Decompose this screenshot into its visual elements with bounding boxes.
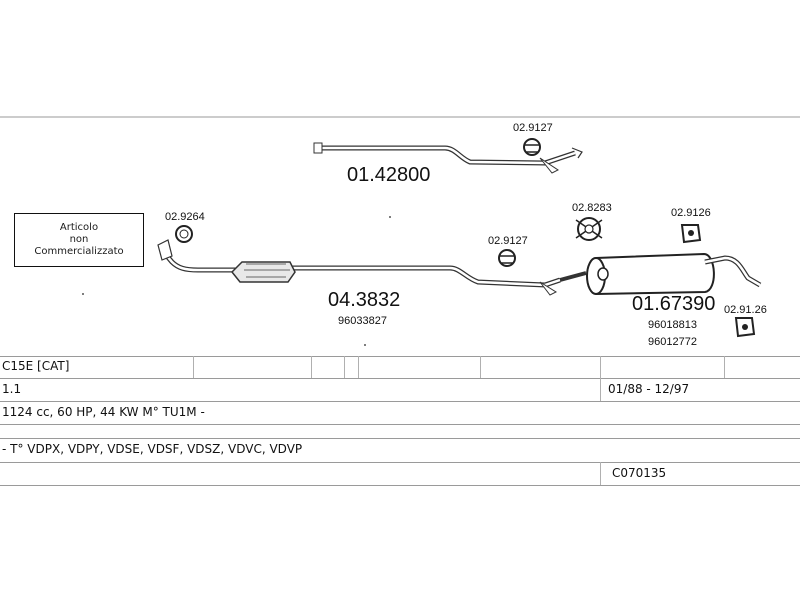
part-number-mount-upper: 02.9126 [671, 207, 711, 219]
part-number-rubber-ring: 02.8283 [572, 202, 612, 214]
part-number-front-pipe: 04.3832 [328, 289, 400, 311]
vehicle-model: C15E [CAT] [2, 359, 70, 373]
front-pipe-catalyst[interactable] [157, 239, 561, 296]
part-ref-rear-silencer-2: 96012772 [648, 336, 697, 348]
row-divider [0, 424, 800, 425]
vehicle-engine-size: 1.1 [2, 382, 22, 396]
part-number-rear-silencer: 01.67390 [632, 293, 715, 315]
col-divider [600, 356, 601, 378]
vehicle-years: 01/88 - 12/97 [608, 382, 690, 396]
col-divider [724, 356, 725, 378]
gasket-icon[interactable] [175, 225, 193, 243]
col-divider [600, 462, 601, 485]
vehicle-types: - T° VDPX, VDPY, VDSE, VDSF, VDSZ, VDVC,… [2, 442, 303, 456]
mount-upper-icon[interactable] [680, 224, 702, 244]
part-number-clamp-middle: 02.9127 [513, 122, 553, 134]
vehicle-code: C070135 [612, 466, 667, 480]
col-divider [480, 356, 481, 378]
row-divider [0, 401, 800, 402]
row-divider [0, 356, 800, 357]
part-number-clamp-front: 02.9127 [488, 235, 528, 247]
row-divider [0, 438, 800, 439]
col-divider [358, 356, 359, 378]
clamp-front-icon[interactable] [498, 249, 516, 267]
col-divider [344, 356, 345, 378]
notice-line-2: non [69, 234, 89, 245]
clamp-middle-icon[interactable] [523, 138, 541, 156]
part-ref-rear-silencer-1: 96018813 [648, 319, 697, 331]
part-number-middle-pipe: 01.42800 [347, 164, 430, 186]
rubber-ring-icon[interactable] [575, 217, 603, 241]
part-number-mount-lower: 02.91.26 [724, 304, 767, 316]
notice-line-3: Commercializzato [34, 246, 124, 257]
col-divider [600, 378, 601, 401]
rear-silencer[interactable] [559, 252, 762, 296]
part-number-gasket: 02.9264 [165, 211, 205, 223]
row-divider [0, 378, 800, 379]
row-divider [0, 485, 800, 486]
mount-lower-icon[interactable] [734, 317, 756, 338]
col-divider [311, 356, 312, 378]
notice-line-1: Articolo [59, 222, 99, 233]
col-divider [193, 356, 194, 378]
vehicle-spec: 1124 cc, 60 HP, 44 KW M° TU1M - [2, 405, 205, 419]
middle-pipe[interactable] [313, 142, 583, 174]
part-ref-front-pipe: 96033827 [338, 315, 387, 327]
not-available-notice: Articolo non Commercializzato [14, 213, 144, 267]
row-divider [0, 462, 800, 463]
